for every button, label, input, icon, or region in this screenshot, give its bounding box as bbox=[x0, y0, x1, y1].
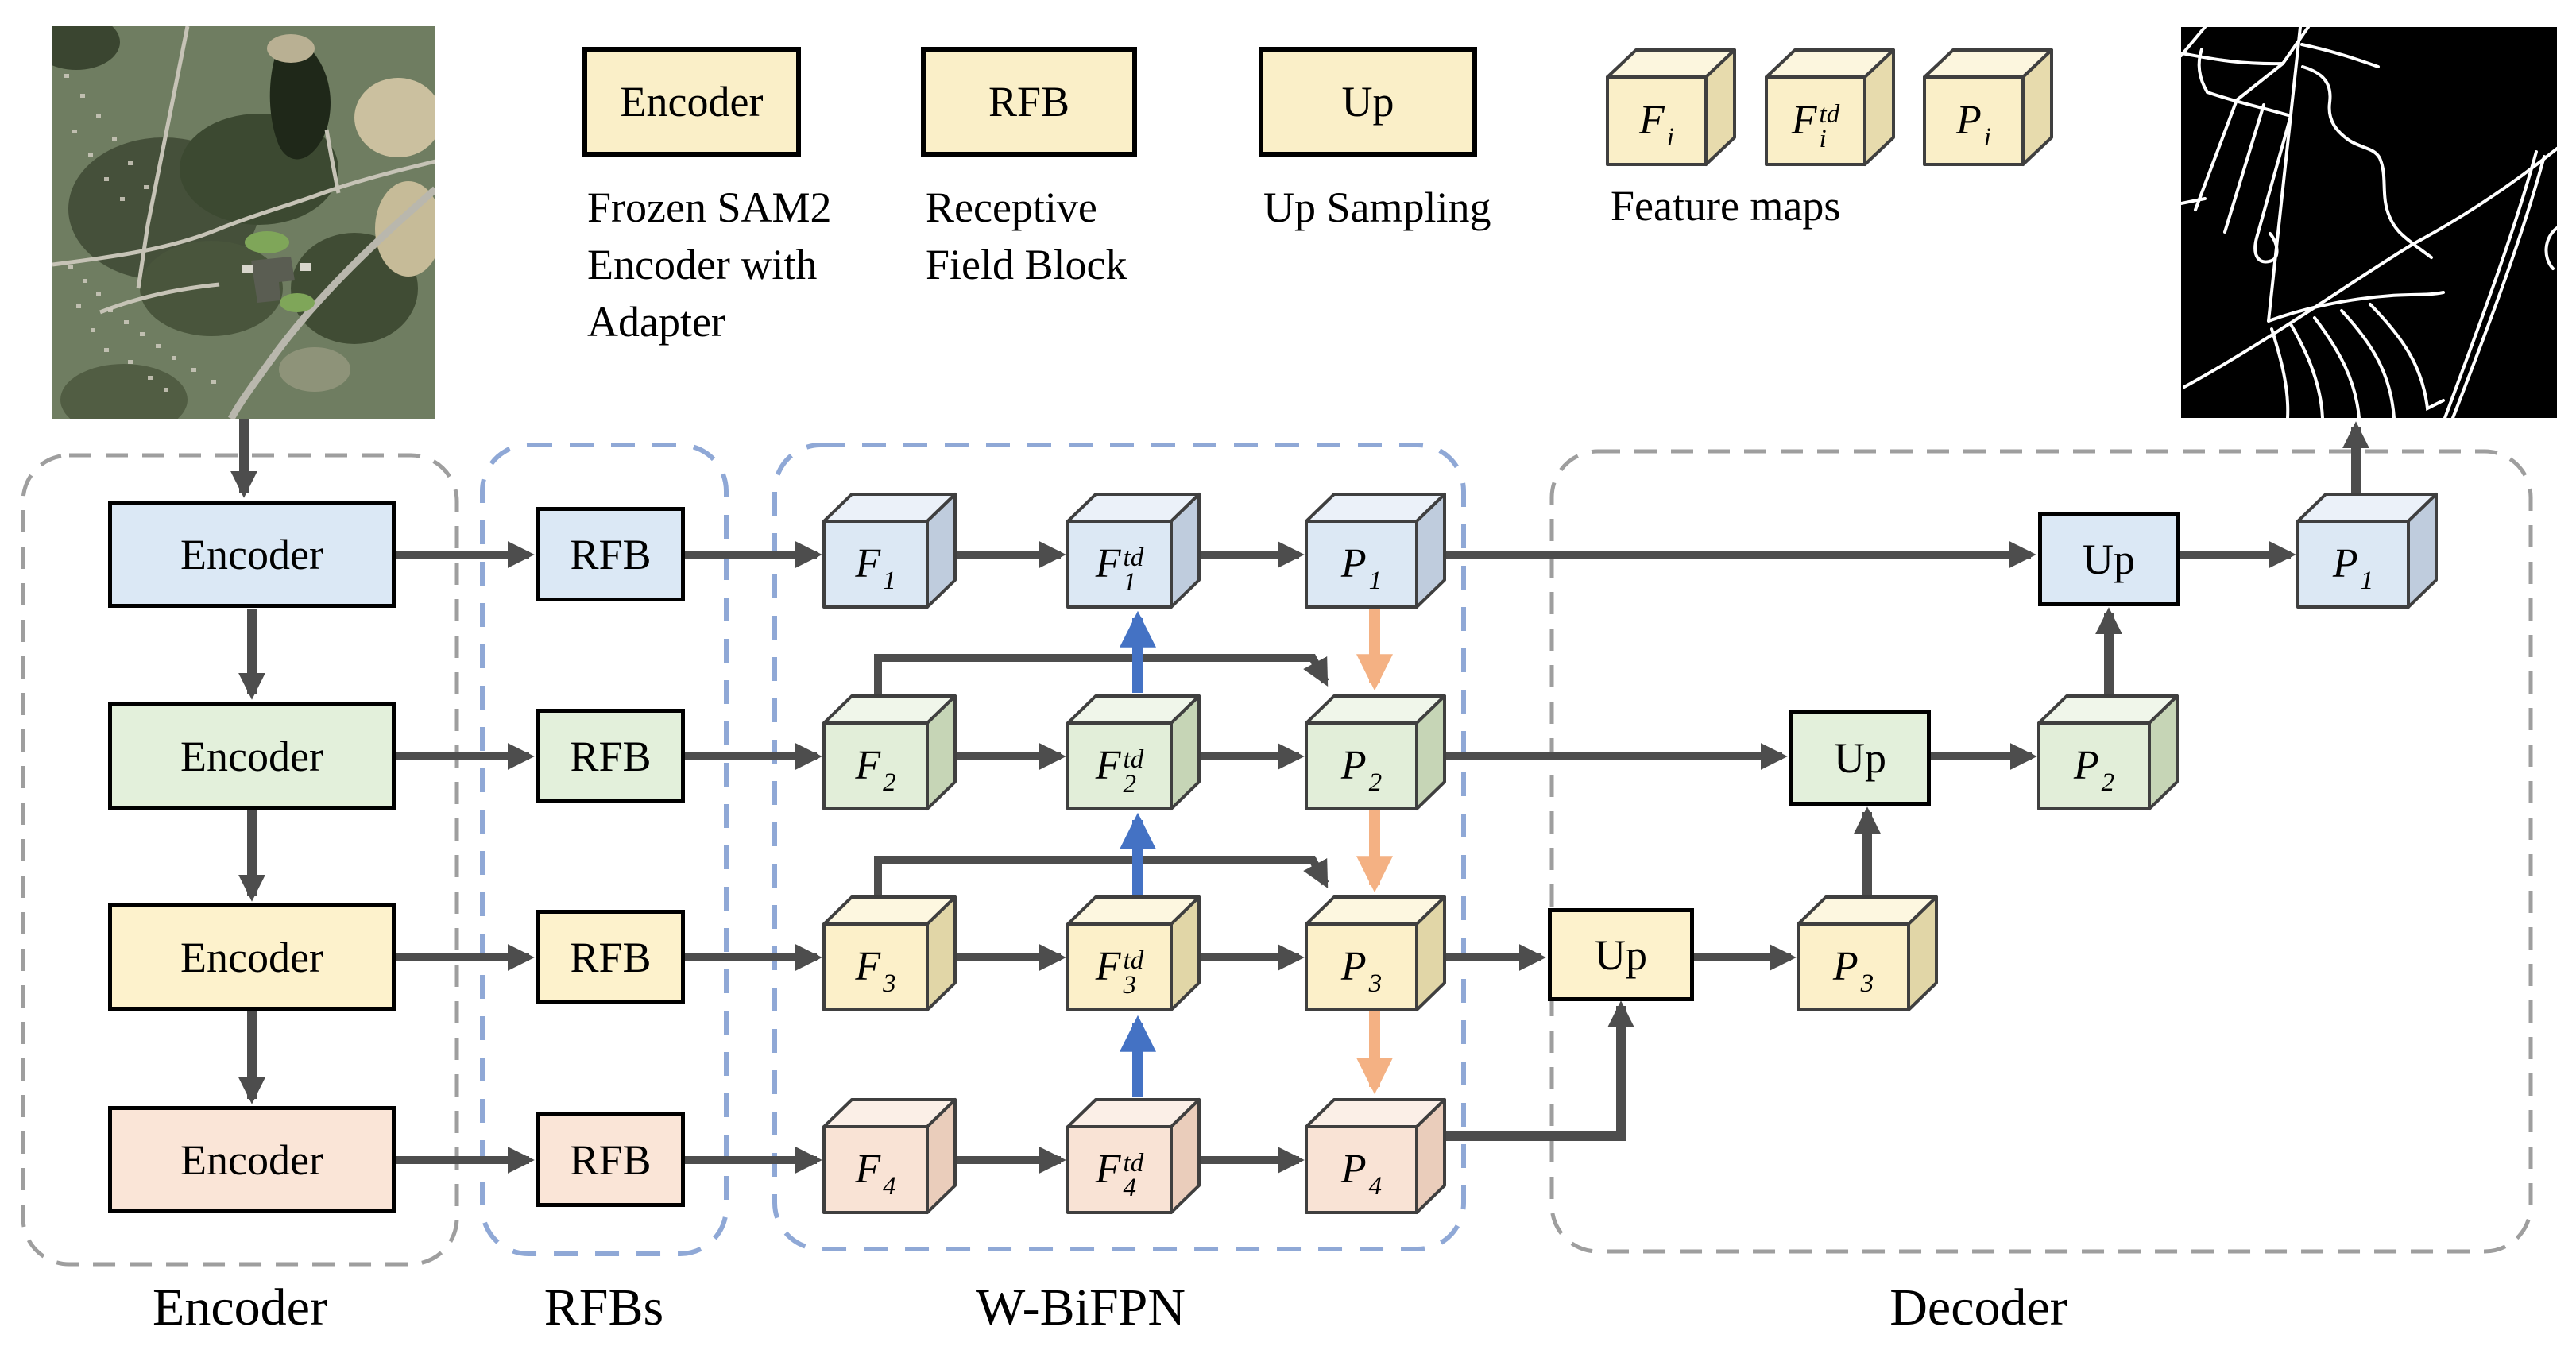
cube-p4 bbox=[1305, 1098, 1446, 1214]
encoder-stage-4: Encoder bbox=[108, 1106, 396, 1213]
cube-decoder-p3 bbox=[1797, 895, 1938, 1011]
arrow-p4-up-yellow bbox=[1445, 1000, 1634, 1141]
cube-f4 bbox=[822, 1098, 957, 1214]
rfb-2: RFB bbox=[536, 709, 685, 803]
dark-arrows bbox=[230, 419, 2369, 1174]
legend-encoder-desc: Frozen SAM2 Encoder with Adapter bbox=[587, 184, 832, 346]
cube-f1 bbox=[822, 493, 957, 609]
legend-encoder-label: Encoder bbox=[620, 78, 764, 126]
cube-p3 bbox=[1305, 895, 1446, 1011]
cube-p2 bbox=[1305, 694, 1446, 810]
cube-f3td bbox=[1066, 895, 1201, 1011]
skip-arrow-f2-p2 bbox=[874, 654, 1329, 696]
rfb-3: RFB bbox=[536, 910, 685, 1004]
legend-cube-fi bbox=[1606, 48, 1736, 166]
section-label-rfbs: RFBs bbox=[543, 1278, 664, 1336]
legend-feature-maps-caption: Feature maps bbox=[1611, 182, 1841, 230]
cube-p1 bbox=[1305, 493, 1446, 609]
rfb-1: RFB bbox=[536, 507, 685, 601]
rfbs-section-border bbox=[480, 443, 729, 1256]
encoder-stage-3: Encoder bbox=[108, 903, 396, 1011]
decoder-section-border bbox=[1549, 449, 2533, 1254]
rfb-4: RFB bbox=[536, 1112, 685, 1207]
section-label-wbifpn: W-BiFPN bbox=[975, 1278, 1186, 1336]
mask-roads bbox=[2181, 27, 2557, 418]
cube-f1td bbox=[1066, 493, 1201, 609]
wbifpn-section-border bbox=[772, 443, 1466, 1251]
house-speckles bbox=[64, 74, 216, 392]
decoder-up-green: Up bbox=[1789, 710, 1931, 806]
legend-rfb-label: RFB bbox=[988, 78, 1070, 126]
legend-cube-pi bbox=[1923, 48, 2053, 166]
encoder-stage-2: Encoder bbox=[108, 702, 396, 810]
encoder-section-border bbox=[21, 453, 459, 1267]
input-satellite-image bbox=[52, 26, 435, 419]
decoder-up-yellow: Up bbox=[1548, 908, 1694, 1001]
legend-up-desc: Up Sampling bbox=[1263, 184, 1491, 231]
lake bbox=[269, 34, 331, 160]
building-complex bbox=[251, 257, 295, 303]
legend-rfb-box: RFB bbox=[921, 47, 1137, 157]
cube-f4td bbox=[1066, 1098, 1201, 1214]
cube-decoder-p1 bbox=[2296, 493, 2438, 609]
legend-up-box: Up bbox=[1259, 47, 1477, 157]
cubes bbox=[822, 48, 2438, 1214]
decoder-up-blue: Up bbox=[2038, 512, 2180, 606]
cube-f2 bbox=[822, 694, 957, 810]
encoder-stage-1: Encoder bbox=[108, 501, 396, 608]
cube-f2td bbox=[1066, 694, 1201, 810]
skip-arrow-f3-p3 bbox=[874, 856, 1329, 898]
cube-decoder-p2 bbox=[2037, 694, 2179, 810]
legend-cube-fitd bbox=[1765, 48, 1895, 166]
output-road-mask-image bbox=[2181, 27, 2557, 418]
satellite-highway bbox=[228, 186, 435, 419]
legend-up-label: Up bbox=[1341, 78, 1394, 126]
satellite-roads bbox=[52, 26, 435, 315]
legend-encoder-box: Encoder bbox=[582, 47, 801, 157]
cube-f3 bbox=[822, 895, 957, 1011]
section-label-encoder: Encoder bbox=[153, 1278, 327, 1336]
legend-rfb-desc: Receptive Field Block bbox=[926, 184, 1127, 288]
section-label-decoder: Decoder bbox=[1889, 1278, 2067, 1336]
